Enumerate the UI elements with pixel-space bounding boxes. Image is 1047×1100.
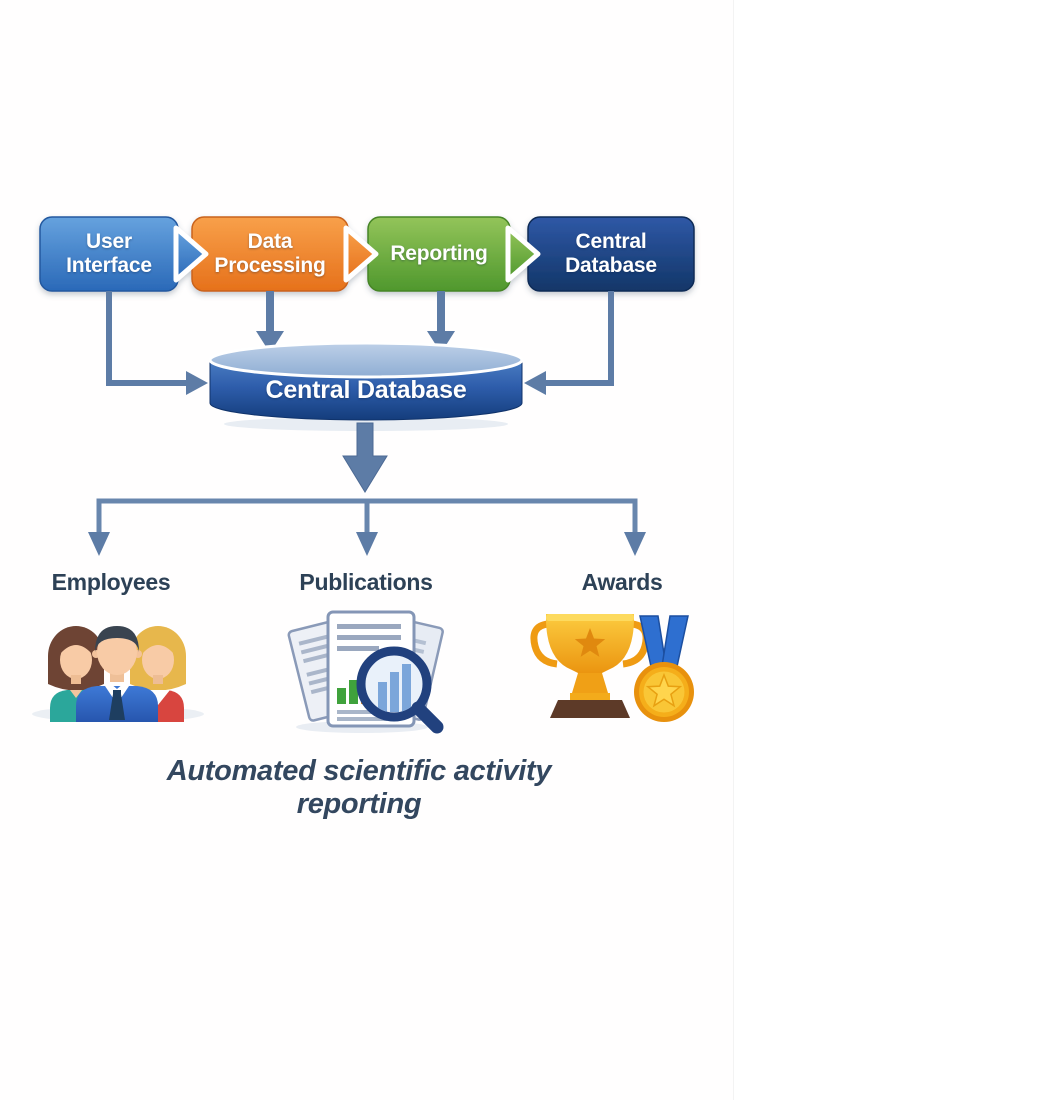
connectors-to-database: [106, 291, 614, 395]
category-label-publications: Publications: [299, 568, 433, 595]
arrowhead-down-icon: [624, 532, 646, 556]
caption-text: Automated scientific activity reporting: [166, 755, 552, 820]
arrowhead-down-icon: [88, 532, 110, 556]
trophy-medal-icon: [530, 614, 694, 722]
man-center: [76, 626, 158, 722]
arrowhead-left-icon: [524, 371, 546, 395]
cylinder-top: [208, 341, 524, 379]
arrowhead-down-icon: [427, 331, 455, 353]
connector-elbow-left: [106, 291, 186, 386]
category-label-awards: Awards: [581, 568, 663, 595]
chevron-arrow-icon: [505, 225, 541, 283]
trophy: [530, 614, 650, 718]
flow-step-central-database: Central Database: [565, 230, 657, 277]
database-cylinder-label: Central Database: [265, 375, 467, 404]
chevron-arrow-icon: [343, 225, 379, 283]
flow-step-shapes: [39, 216, 695, 292]
connector-elbow-right: [546, 291, 614, 386]
woman-right: [130, 626, 186, 722]
arrowhead-down-icon: [356, 532, 378, 556]
chevron-arrow-icon: [173, 225, 209, 283]
flow-step-reporting: Reporting: [390, 242, 488, 266]
big-down-arrow-icon: [342, 422, 388, 493]
magnifier: [356, 646, 444, 734]
distribution-line: [96, 498, 638, 532]
people-group-icon: [32, 626, 204, 722]
arrowhead-right-icon: [186, 371, 208, 395]
arrowhead-down-icon: [256, 331, 284, 353]
branch-connectors: [88, 498, 646, 556]
documents-magnifier-icon: [287, 610, 444, 734]
background-panel-edge: [733, 0, 1047, 1100]
flow-step-data-processing: Data Processing: [214, 230, 326, 277]
flow-step-user-interface: User Interface: [66, 230, 152, 277]
category-label-employees: Employees: [51, 568, 171, 595]
medal: [634, 615, 694, 722]
